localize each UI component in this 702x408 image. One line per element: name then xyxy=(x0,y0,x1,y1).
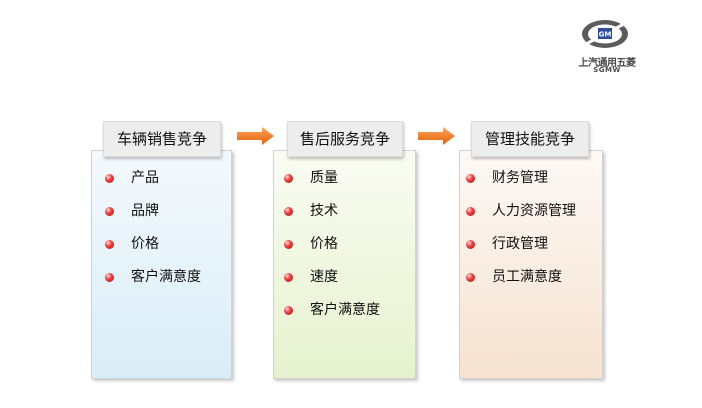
list-item: 质量 xyxy=(284,169,380,202)
panel-vehicle-sales xyxy=(91,150,232,379)
sgmw-logo: GM 上汽通用五菱 SGMW xyxy=(568,18,646,74)
list-item-label: 财务管理 xyxy=(492,170,548,186)
list-item-label: 价格 xyxy=(310,236,338,252)
bullet-icon xyxy=(284,273,293,282)
panel-management xyxy=(459,150,603,379)
panel-after-sales xyxy=(273,150,416,379)
list-item: 客户满意度 xyxy=(284,301,380,334)
list-item-label: 速度 xyxy=(310,269,338,285)
list-item: 品牌 xyxy=(105,202,201,235)
list-item-label: 品牌 xyxy=(131,203,159,219)
list-item-label: 质量 xyxy=(310,170,338,186)
bullet-icon xyxy=(466,174,475,183)
logo-badge-text: GM xyxy=(599,31,612,39)
list-item-label: 人力资源管理 xyxy=(492,203,576,219)
header-after-sales: 售后服务竞争 xyxy=(287,121,403,157)
bullet-icon xyxy=(466,273,475,282)
bullet-icon xyxy=(105,240,114,249)
bullet-icon xyxy=(466,207,475,216)
list-item-label: 客户满意度 xyxy=(310,302,380,318)
arrow-right-icon xyxy=(418,127,455,145)
logo-company-en: SGMW xyxy=(593,66,621,74)
list-item: 速度 xyxy=(284,268,380,301)
list-item-label: 客户满意度 xyxy=(131,269,201,285)
bullet-icon xyxy=(466,240,475,249)
header-vehicle-sales: 车辆销售竞争 xyxy=(103,121,221,157)
list-item-label: 行政管理 xyxy=(492,236,548,252)
bullet-icon xyxy=(284,207,293,216)
list-item: 客户满意度 xyxy=(105,268,201,301)
bullet-icon xyxy=(105,273,114,282)
list-vehicle-sales: 产品 品牌 价格 客户满意度 xyxy=(105,169,201,301)
bullet-icon xyxy=(105,207,114,216)
list-item: 行政管理 xyxy=(466,235,576,268)
list-management: 财务管理 人力资源管理 行政管理 员工满意度 xyxy=(466,169,576,301)
bullet-icon xyxy=(284,240,293,249)
list-item-label: 价格 xyxy=(131,236,159,252)
arrow-right-icon xyxy=(237,127,274,145)
list-item: 员工满意度 xyxy=(466,268,576,301)
bullet-icon xyxy=(284,174,293,183)
list-item-label: 员工满意度 xyxy=(492,269,562,285)
list-item: 价格 xyxy=(105,235,201,268)
list-item-label: 技术 xyxy=(310,203,338,219)
bullet-icon xyxy=(284,306,293,315)
list-item: 财务管理 xyxy=(466,169,576,202)
logo-company-cn: 上汽通用五菱 xyxy=(578,58,637,69)
list-item: 产品 xyxy=(105,169,201,202)
list-item: 人力资源管理 xyxy=(466,202,576,235)
list-item: 价格 xyxy=(284,235,380,268)
header-management: 管理技能竞争 xyxy=(471,121,589,157)
sgmw-logo-emblem: GM xyxy=(582,20,628,48)
list-after-sales: 质量 技术 价格 速度 客户满意度 xyxy=(284,169,380,334)
bullet-icon xyxy=(105,174,114,183)
list-item: 技术 xyxy=(284,202,380,235)
list-item-label: 产品 xyxy=(131,170,159,186)
